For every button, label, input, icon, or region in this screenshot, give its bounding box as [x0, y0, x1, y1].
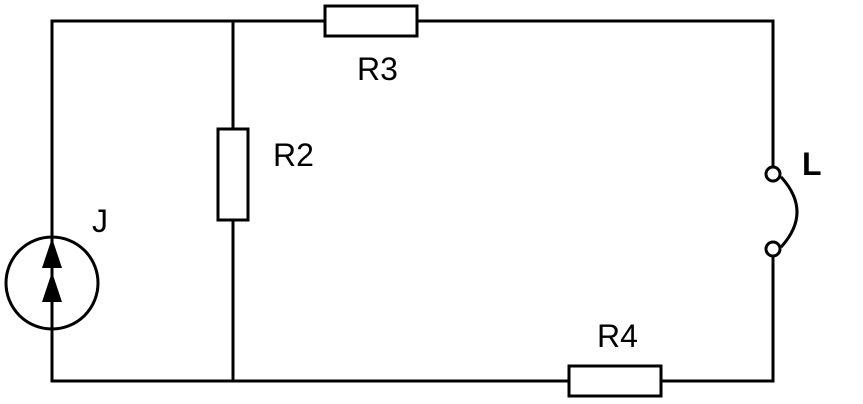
switch-terminal-top	[764, 165, 782, 183]
current-source-arrow-lower	[42, 272, 62, 302]
resistor-r4	[567, 364, 663, 398]
label-r4: R4	[597, 318, 638, 354]
resistor-r3	[323, 4, 419, 38]
current-source-arrow-upper	[42, 238, 62, 268]
switch-terminal-bottom	[764, 240, 782, 258]
label-r2: R2	[273, 137, 314, 173]
wires	[50, 19, 775, 383]
current-source-j	[4, 235, 100, 331]
label-r3: R3	[357, 51, 398, 87]
switch-l	[764, 165, 799, 258]
label-source: J	[92, 203, 108, 239]
label-switch: L	[802, 146, 822, 182]
resistor-r2	[216, 127, 250, 222]
switch-arc	[779, 175, 799, 249]
